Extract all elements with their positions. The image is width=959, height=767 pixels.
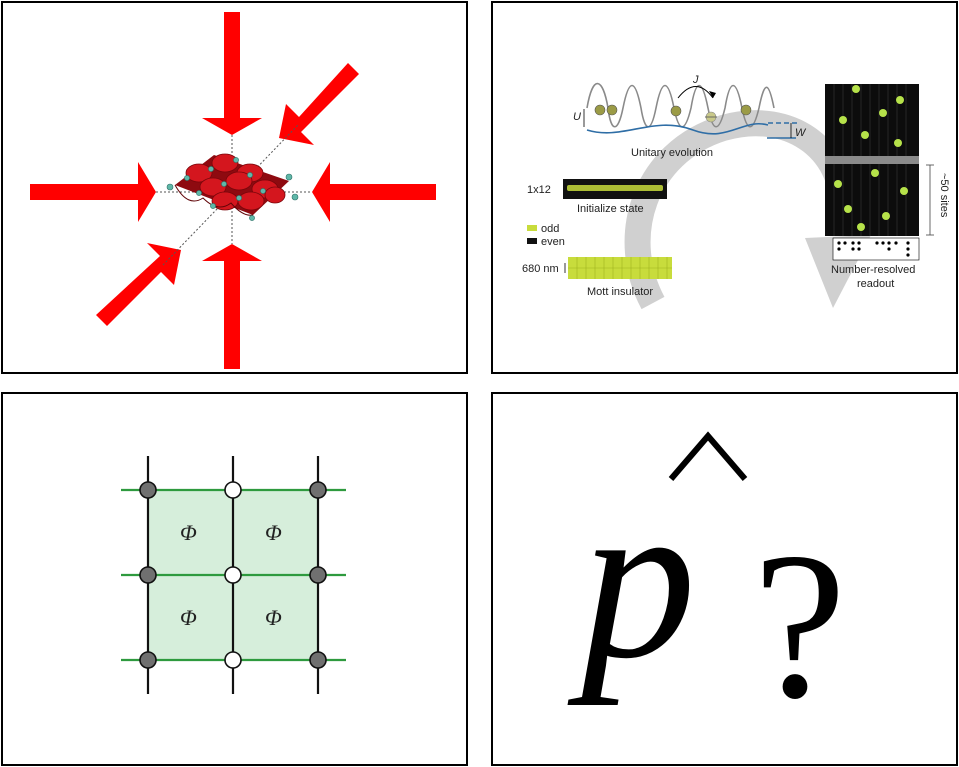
lattice-spacing-label: 680 nm xyxy=(522,263,559,275)
laser-beam-bottom xyxy=(202,244,262,369)
occupation-dots xyxy=(837,241,910,257)
flux-label-bottom-right: Φ xyxy=(265,605,282,630)
experiment-schematic-figure: W U J Unitary evolution 1x12 Initialize … xyxy=(522,74,950,310)
legend-even-swatch xyxy=(527,238,537,244)
readout-label-line1: Number-resolved xyxy=(831,264,915,276)
unitary-evolution-label: Unitary evolution xyxy=(631,147,713,159)
mott-grid-lines xyxy=(568,257,672,279)
legend-odd-label: odd xyxy=(541,223,559,235)
laser-beam-top xyxy=(202,12,262,135)
legend-even-label: even xyxy=(541,236,565,248)
readout-atom-spots xyxy=(834,85,908,231)
hopping-arc xyxy=(677,86,714,99)
flux-lattice-panel: Φ Φ Φ Φ xyxy=(1,392,468,766)
flux-label-top-left: Φ xyxy=(180,520,197,545)
momentum-operator-symbol: p xyxy=(567,451,696,706)
laser-beam-diagonal-lower xyxy=(96,243,181,326)
disorder-potential-curve xyxy=(586,122,769,135)
sites-count-label: ~50 sites xyxy=(938,173,950,218)
mott-insulator-label: Mott insulator xyxy=(587,286,653,298)
hopping-label: J xyxy=(692,74,699,86)
question-mark: ? xyxy=(753,510,846,742)
laser-beam-left xyxy=(30,162,156,222)
readout-label-line2: readout xyxy=(857,278,894,290)
chain-length-label: 1x12 xyxy=(527,184,551,196)
initialize-state-label: Initialize state xyxy=(577,203,644,215)
lattice-potential-surface xyxy=(174,153,289,216)
disorder-label: W xyxy=(795,127,807,139)
interaction-label: U xyxy=(573,111,581,123)
lattice-sites xyxy=(139,481,327,669)
flux-label-top-right: Φ xyxy=(265,520,282,545)
flux-lattice-figure: Φ Φ Φ Φ xyxy=(121,456,346,694)
flux-label-bottom-left: Φ xyxy=(180,605,197,630)
readout-divider xyxy=(825,156,919,164)
question-figure: p ? xyxy=(567,431,846,742)
laser-lattice-panel xyxy=(1,1,468,374)
experiment-schematic-panel: W U J Unitary evolution 1x12 Initialize … xyxy=(491,1,958,374)
laser-lattice-figure xyxy=(30,12,436,369)
legend-odd-swatch xyxy=(527,225,537,231)
atoms xyxy=(166,157,299,221)
hat-symbol xyxy=(668,431,748,481)
atoms-in-wells xyxy=(594,104,752,117)
question-panel: p ? xyxy=(491,392,958,766)
occupation-table xyxy=(832,237,920,261)
laser-beam-diagonal-upper xyxy=(279,63,359,145)
laser-beam-right xyxy=(312,162,436,222)
